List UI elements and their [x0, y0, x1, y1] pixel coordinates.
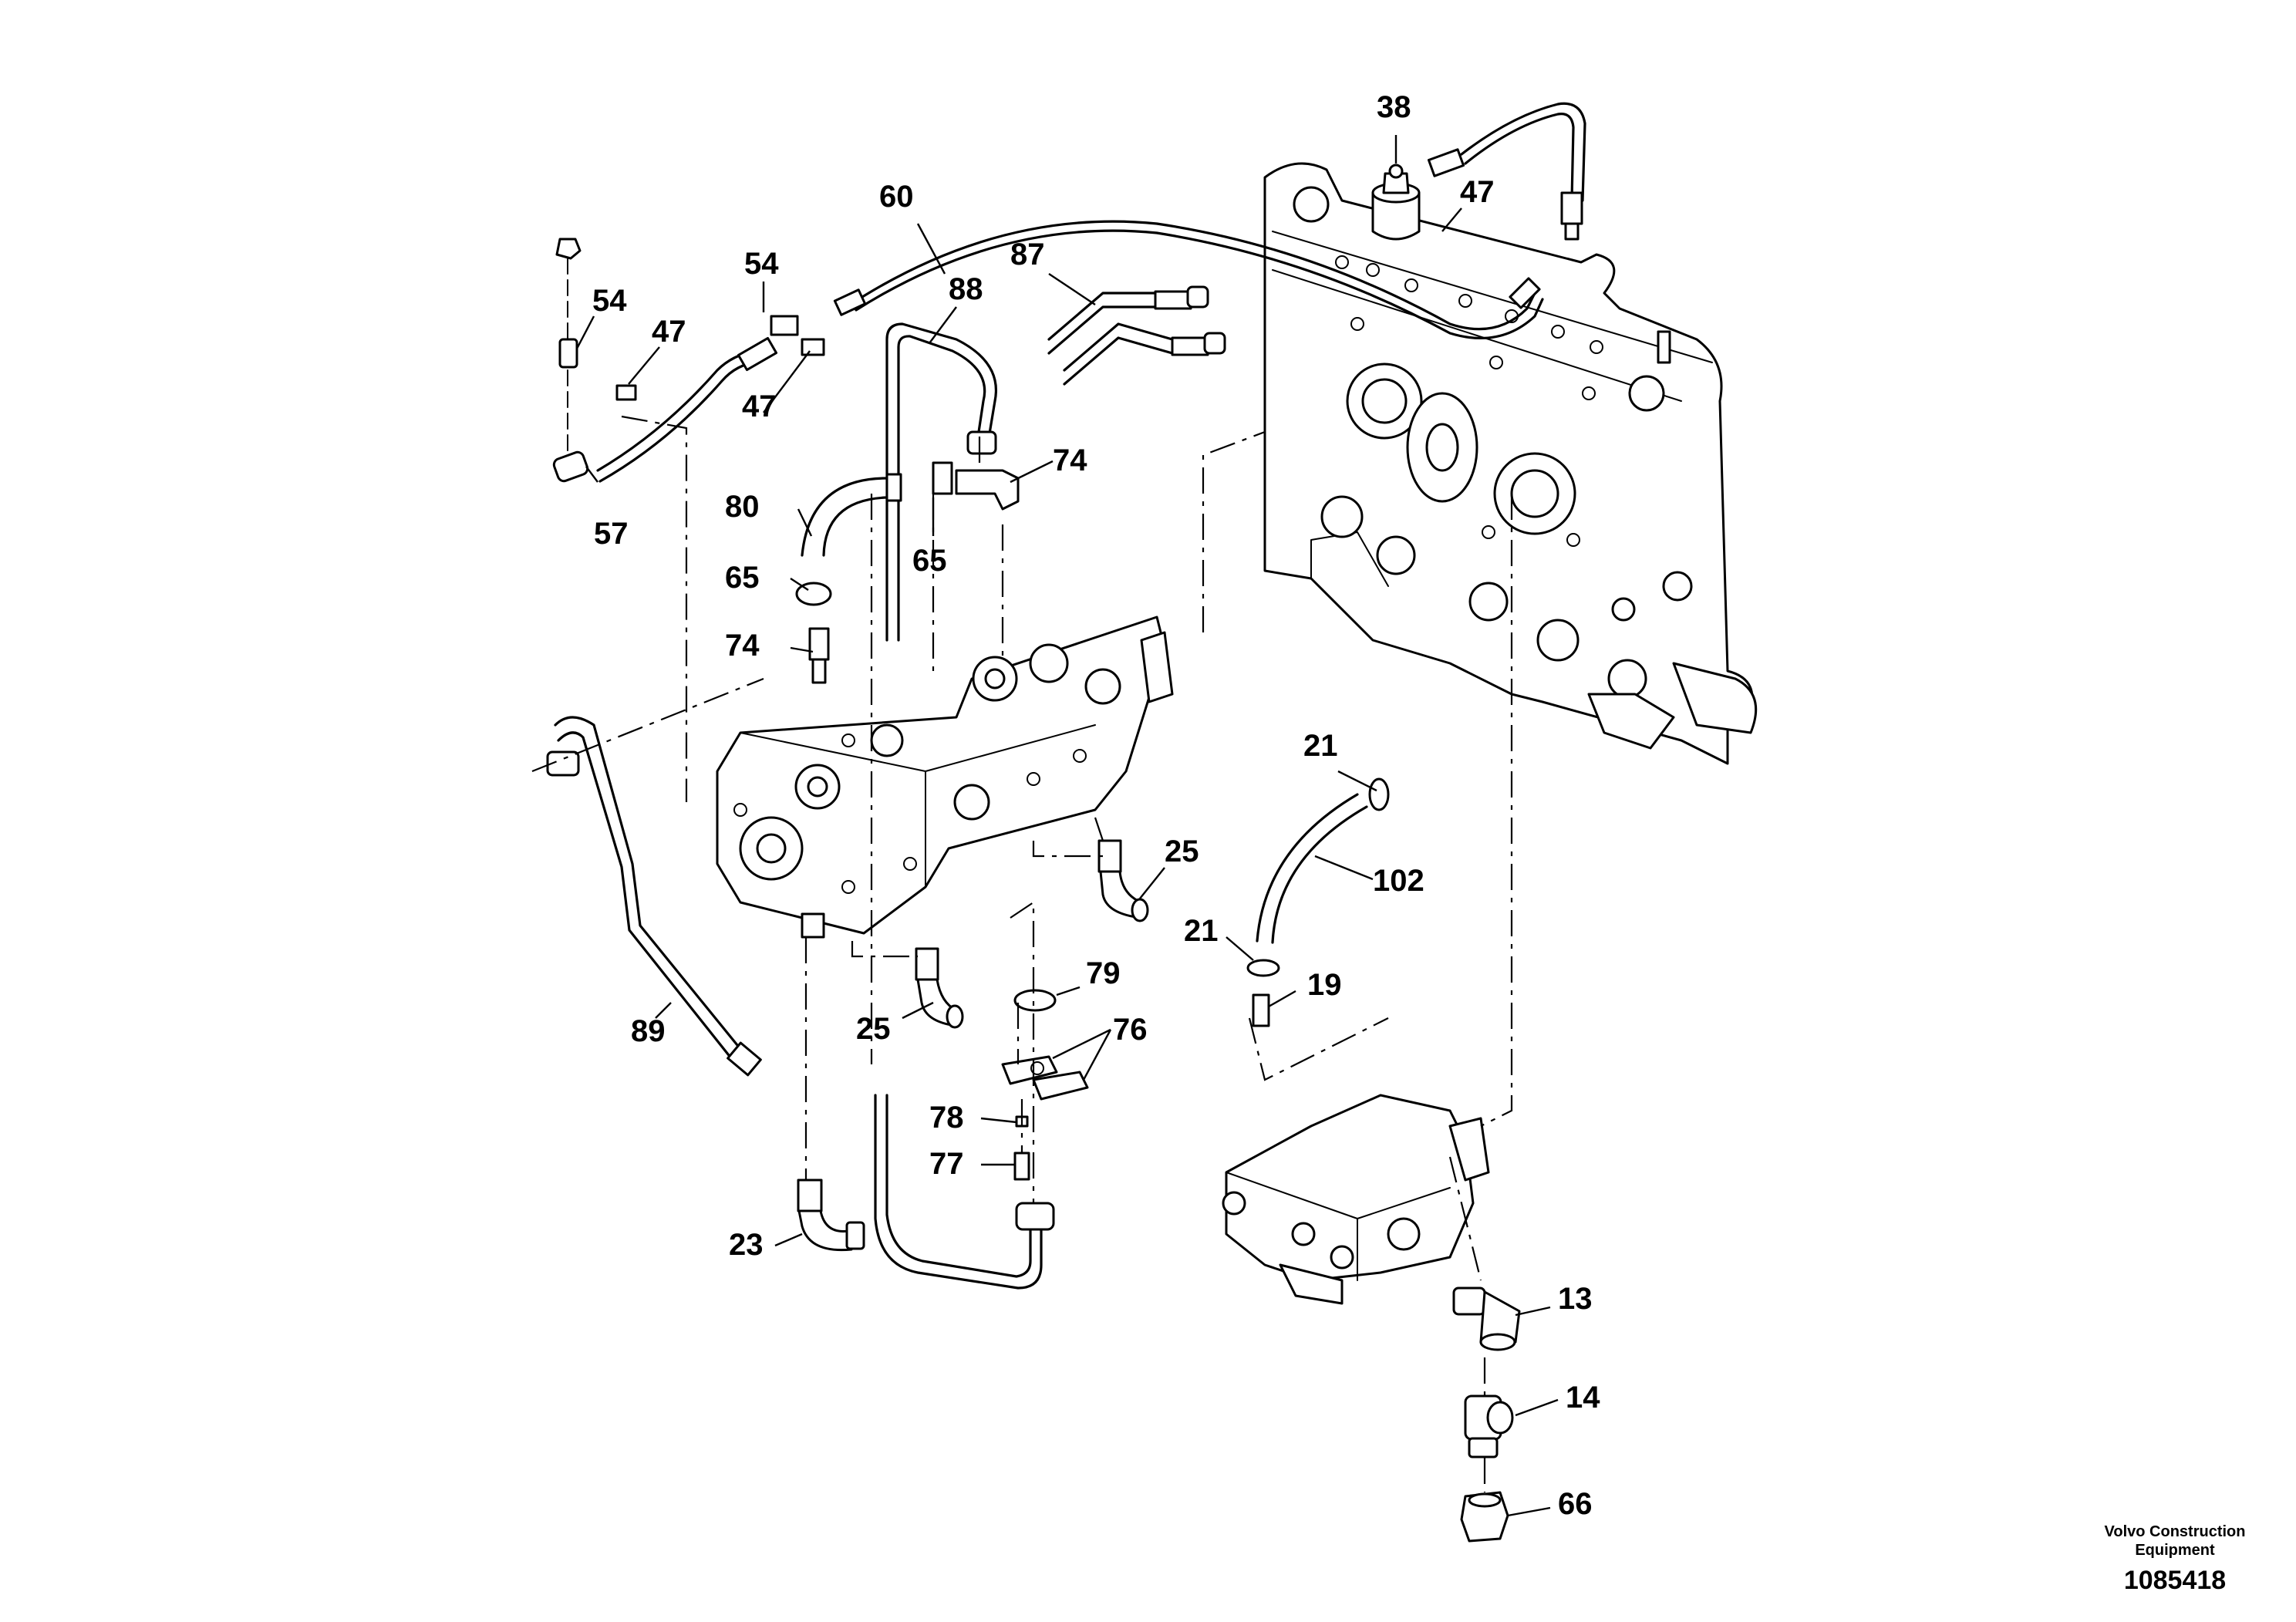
nut-66	[1460, 1491, 1509, 1543]
hose-80	[795, 461, 1020, 684]
callout-23: 23	[729, 1228, 764, 1262]
breather-assembly	[1371, 164, 1421, 241]
hose-upper-right	[1427, 102, 1586, 241]
callout-47-mid: 47	[742, 389, 777, 423]
gearbox-housing	[1263, 162, 1758, 765]
callout-80: 80	[725, 490, 760, 524]
pipes-87	[1047, 285, 1226, 386]
hydraulic-motor	[1222, 1094, 1490, 1305]
callout-76: 76	[1113, 1013, 1148, 1047]
callout-labels: 38 47 60 87 88 54 54 47 47 57 74 80 65 6…	[592, 90, 1600, 1521]
callout-13: 13	[1558, 1282, 1593, 1316]
callout-21-top: 21	[1303, 729, 1338, 763]
callout-19: 19	[1307, 968, 1342, 1002]
pipe-89	[546, 716, 762, 1077]
callout-54-left: 54	[592, 284, 627, 318]
fitting-13	[1452, 1286, 1521, 1351]
elbow-25-upper	[1097, 839, 1149, 922]
callout-77: 77	[929, 1147, 964, 1181]
elbow-25-lower	[915, 947, 964, 1029]
hose-102	[1246, 777, 1390, 1027]
callout-57: 57	[594, 517, 629, 551]
callout-87: 87	[1010, 238, 1045, 271]
tandem-pump	[716, 615, 1174, 939]
hose-left-cluster	[552, 238, 825, 483]
callout-60: 60	[879, 180, 914, 214]
fitting-14	[1464, 1394, 1514, 1458]
pipe-88	[885, 322, 997, 642]
seal-and-clamps	[1001, 989, 1089, 1181]
elbow-23	[797, 1179, 865, 1252]
callout-88: 88	[949, 272, 983, 306]
document-number: 1085418	[2124, 1566, 2226, 1595]
callout-65-left: 65	[725, 561, 760, 595]
callout-25-left: 25	[856, 1012, 891, 1046]
footer: Volvo Construction Equipment 1085418	[2105, 1523, 2246, 1595]
pipe-lower-u	[874, 1094, 1055, 1290]
callout-47-top: 47	[1460, 175, 1495, 209]
callout-66: 66	[1558, 1487, 1593, 1521]
callout-79: 79	[1086, 956, 1121, 990]
leader-lines	[575, 135, 1559, 1517]
callout-102: 102	[1373, 864, 1424, 898]
callout-25-right: 25	[1165, 835, 1199, 868]
callout-78: 78	[929, 1101, 964, 1135]
callout-47-left: 47	[652, 315, 686, 349]
callout-14: 14	[1566, 1381, 1600, 1415]
callout-54-mid: 54	[744, 247, 779, 281]
brand-line-2: Equipment	[2135, 1542, 2215, 1559]
callout-38: 38	[1377, 90, 1411, 124]
assembly-lines	[531, 415, 1513, 1492]
callout-74-top: 74	[1053, 443, 1087, 477]
brand-line-1: Volvo Construction	[2105, 1523, 2246, 1540]
callout-89: 89	[631, 1014, 666, 1048]
housing-bolts	[1335, 255, 1603, 547]
hose-60	[833, 220, 1544, 340]
callout-65-top: 65	[912, 544, 947, 578]
callout-21-mid: 21	[1184, 914, 1219, 948]
callout-74-left: 74	[725, 629, 760, 663]
